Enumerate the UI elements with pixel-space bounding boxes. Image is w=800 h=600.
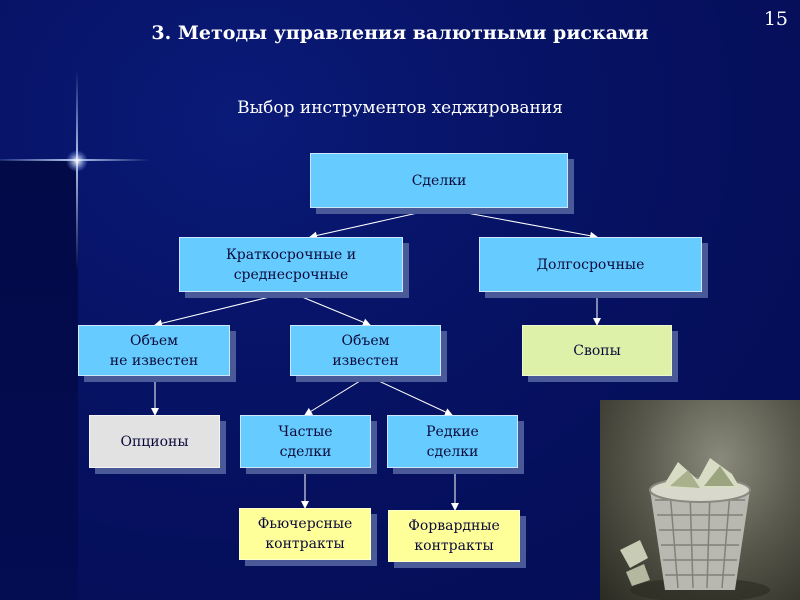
node-volume-unknown: Объем не известен — [78, 325, 230, 376]
arrow-known-frequent — [304, 375, 369, 416]
arrow-short-unknown — [154, 291, 291, 328]
slide-subtitle: Выбор инструментов хеджирования — [237, 98, 563, 118]
node-swaps: Свопы — [522, 325, 672, 376]
node-frequent-deals: Частые сделки — [240, 415, 371, 468]
left-strip — [0, 160, 78, 600]
arrow-short-known — [289, 291, 371, 327]
node-deals: Сделки — [310, 153, 568, 208]
node-short-medium-term: Краткосрочные и среднесрочные — [179, 237, 403, 292]
node-forward-contracts: Форвардные контракты — [388, 510, 520, 562]
node-long-term: Долгосрочные — [479, 237, 702, 292]
node-rare-deals: Редкие сделки — [387, 415, 518, 468]
slide-title: 3. Методы управления валютными рисками — [151, 22, 649, 44]
light-flare-icon — [66, 150, 88, 172]
arrow-deals-long — [439, 207, 598, 240]
node-volume-known: Объем известен — [290, 325, 441, 376]
node-futures-contracts: Фьючерсные контракты — [239, 508, 371, 560]
wastebasket-icon — [620, 458, 770, 600]
page-number: 15 — [763, 8, 788, 30]
arrow-known-rare — [367, 375, 453, 416]
arrow-deals-short — [309, 207, 441, 240]
node-options: Опционы — [89, 415, 220, 468]
wastebasket-photo — [600, 400, 800, 600]
